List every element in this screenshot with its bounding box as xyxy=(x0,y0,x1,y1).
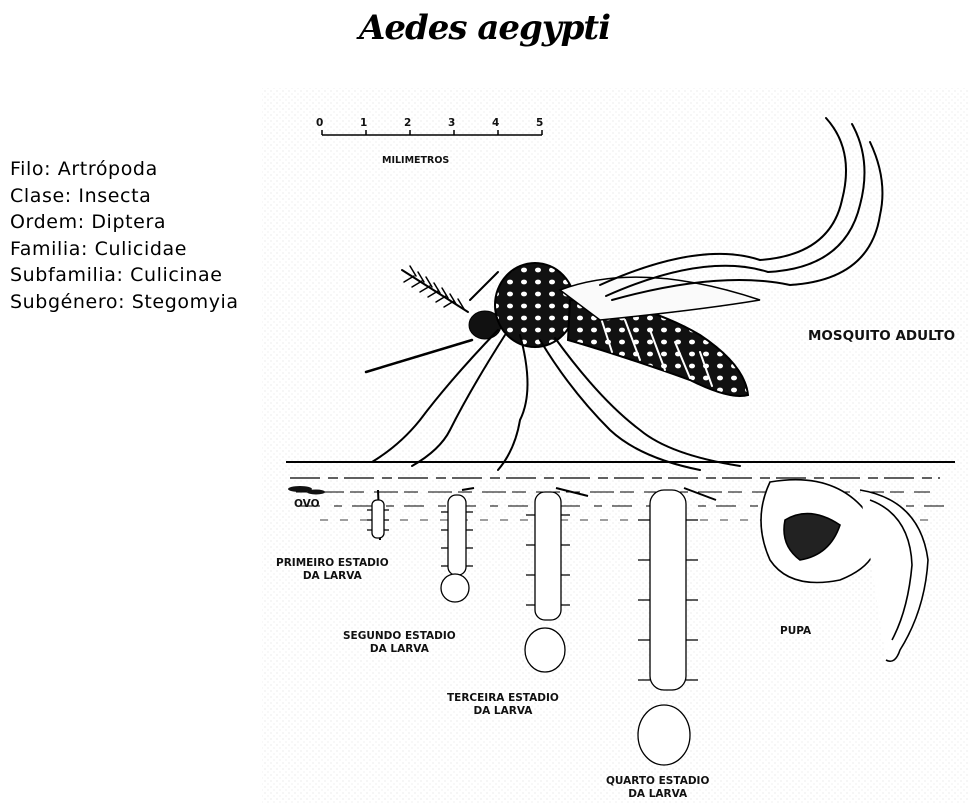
larva4-label-line1: QUARTO ESTADIO xyxy=(606,775,709,788)
adult-mosquito-label: MOSQUITO ADULTO xyxy=(808,330,955,343)
larva2-label-line1: SEGUNDO ESTADIO xyxy=(343,630,456,643)
scale-unit-label: MILIMETROS xyxy=(382,154,449,167)
larva1-label: PRIMEIRO ESTADIO DA LARVA xyxy=(276,557,389,583)
scale-tick-3: 3 xyxy=(448,117,455,130)
larva3-label: TERCEIRA ESTADIO DA LARVA xyxy=(447,692,559,718)
larva1-label-line2: DA LARVA xyxy=(276,570,389,583)
larva3-label-line1: TERCEIRA ESTADIO xyxy=(447,692,559,705)
larva4-label-line2: DA LARVA xyxy=(606,788,709,801)
pupa-label: PUPA xyxy=(780,625,811,638)
larva2-label: SEGUNDO ESTADIO DA LARVA xyxy=(343,630,456,656)
scale-tick-5: 5 xyxy=(536,117,543,130)
scale-tick-2: 2 xyxy=(404,117,411,130)
egg-label: OVO xyxy=(294,498,320,511)
scale-tick-4: 4 xyxy=(492,117,499,130)
larva4-label: QUARTO ESTADIO DA LARVA xyxy=(606,775,709,801)
scale-tick-1: 1 xyxy=(360,117,367,130)
larva1-label-line1: PRIMEIRO ESTADIO xyxy=(276,557,389,570)
larva2-label-line2: DA LARVA xyxy=(343,643,456,656)
scale-tick-0: 0 xyxy=(316,117,323,130)
larva3-label-line2: DA LARVA xyxy=(447,705,559,718)
